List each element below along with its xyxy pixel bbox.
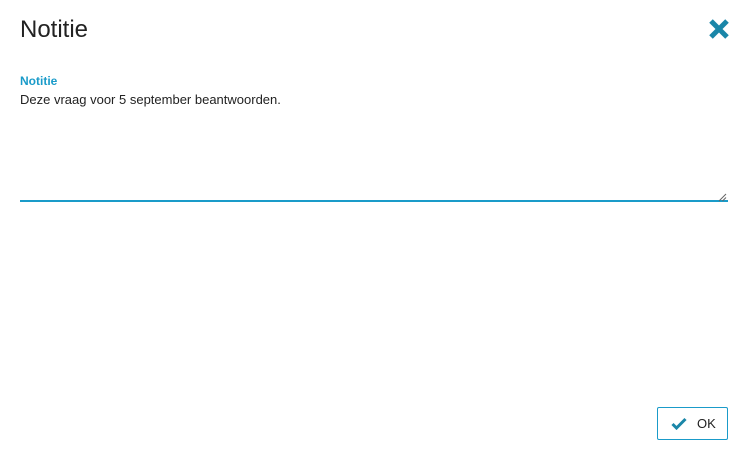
note-textarea[interactable]: Deze vraag voor 5 september beantwoorden… bbox=[20, 92, 728, 192]
check-icon bbox=[671, 417, 687, 430]
ok-button-label: OK bbox=[697, 416, 716, 431]
resize-handle-icon[interactable] bbox=[718, 189, 727, 202]
note-field: Notitie Deze vraag voor 5 september bean… bbox=[20, 74, 728, 202]
ok-button[interactable]: OK bbox=[657, 407, 728, 440]
note-field-label: Notitie bbox=[20, 74, 58, 88]
note-textarea-wrapper: Deze vraag voor 5 september beantwoorden… bbox=[20, 92, 728, 202]
close-x-icon bbox=[706, 16, 732, 42]
dialog-title: Notitie bbox=[20, 16, 89, 43]
close-button[interactable] bbox=[706, 16, 732, 42]
